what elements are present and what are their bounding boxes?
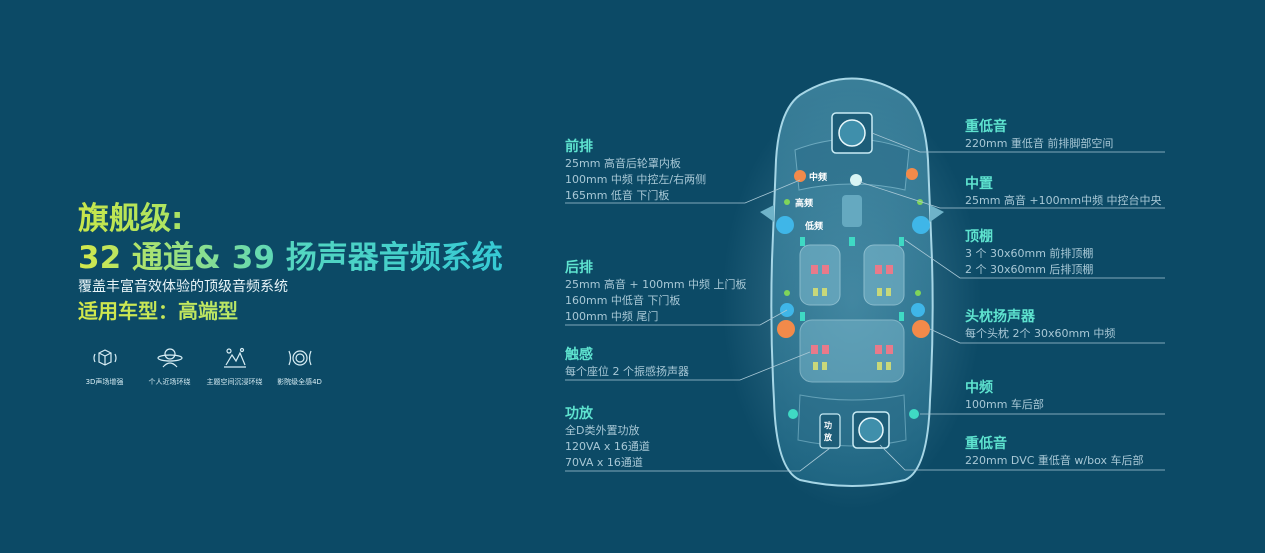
annotation-roof: 顶棚 3 个 30x60mm 前排顶棚 2 个 30x60mm 后排顶棚 bbox=[965, 228, 1093, 278]
annotation-front-row: 前排 25mm 高音后轮罩内板 100mm 中频 中控左/右两侧 165mm 低… bbox=[565, 138, 706, 204]
high-tag: 高频 bbox=[795, 197, 813, 209]
annotation-line: 25mm 高音后轮罩内板 bbox=[565, 157, 681, 170]
low-tag: 低频 bbox=[804, 220, 823, 232]
headline-title-1: 旗舰级: bbox=[78, 200, 548, 238]
annotation-center: 中置 25mm 高音 +100mm中频 中控台中央 bbox=[965, 175, 1162, 209]
front-subwoofer-icon bbox=[838, 119, 866, 147]
3d-cube-sound-icon bbox=[92, 349, 117, 366]
annotation-line: 120VA x 16通道 bbox=[565, 440, 650, 453]
rear-subwoofer-icon bbox=[858, 417, 884, 443]
feature-item: 主题空间沉浸环绕 bbox=[202, 345, 267, 387]
amp-tag-2: 放 bbox=[823, 432, 833, 442]
annotation-rear-row: 后排 25mm 高音 + 100mm 中频 上门板 160mm 中低音 下门板 … bbox=[565, 259, 747, 325]
annotation-title: 前排 bbox=[565, 139, 593, 155]
rear-left-tweeter bbox=[784, 290, 790, 296]
headline-title-2: 32 通道& 39 扬声器音频系统 bbox=[78, 238, 548, 278]
annotation-rear-subwoofer: 重低音 220mm DVC 重低音 w/box 车后部 bbox=[965, 435, 1143, 469]
feature-item: 个人近场环绕 bbox=[137, 345, 202, 387]
annotation-amplifier: 功放 全D类外置功放 120VA x 16通道 70VA x 16通道 bbox=[565, 405, 650, 471]
car-rear-window bbox=[797, 394, 907, 447]
feature-label: 3D声场增强 bbox=[85, 378, 124, 386]
annotation-line: 165mm 低音 下门板 bbox=[565, 189, 670, 202]
annotation-line: 每个座位 2 个振感扬声器 bbox=[565, 365, 689, 378]
front-right-woofer bbox=[912, 216, 930, 234]
annotation-line: 3 个 30x60mm 前排顶棚 bbox=[965, 247, 1094, 260]
tactile-transducers bbox=[813, 288, 891, 370]
annotation-line: 全D类外置功放 bbox=[565, 424, 640, 437]
annotation-title: 重低音 bbox=[965, 119, 1007, 135]
feature-item: 3D声场增强 bbox=[72, 345, 137, 387]
center-speaker bbox=[850, 174, 862, 186]
annotation-front-subwoofer: 重低音 220mm 重低音 前排脚部空间 bbox=[965, 118, 1113, 152]
rear-right-mid-speaker bbox=[911, 303, 925, 317]
leader-lines-left bbox=[565, 179, 831, 472]
annotation-title: 中置 bbox=[965, 176, 993, 192]
annotation-title: 中频 bbox=[965, 380, 993, 396]
annotation-title: 触感 bbox=[565, 347, 593, 363]
front-right-tweeter bbox=[917, 199, 923, 205]
front-left-seat bbox=[799, 244, 841, 306]
front-left-tweeter bbox=[784, 199, 790, 205]
leader-lines-right bbox=[859, 132, 1165, 471]
annotation-headrest: 头枕扬声器 每个头枕 2个 30x60mm 中频 bbox=[965, 308, 1115, 342]
rear-left-woofer bbox=[777, 320, 795, 338]
feature-item: 影院级全感4D bbox=[267, 345, 332, 387]
annotation-line: 2 个 30x60mm 后排顶棚 bbox=[965, 263, 1094, 276]
personal-headrest-icon bbox=[156, 348, 183, 368]
annotation-line: 100mm 车后部 bbox=[965, 398, 1044, 411]
annotation-title: 后排 bbox=[565, 260, 593, 276]
roof-speakers bbox=[800, 237, 904, 321]
annotation-line: 每个头枕 2个 30x60mm 中频 bbox=[965, 327, 1116, 340]
headline-block: 旗舰级: 32 通道& 39 扬声器音频系统 覆盖丰富音效体验的顶级音频系统 适… bbox=[78, 200, 548, 326]
annotation-title: 头枕扬声器 bbox=[965, 309, 1035, 325]
right-mirror bbox=[930, 205, 944, 222]
immersive-space-icon bbox=[223, 347, 246, 368]
feature-list: 3D声场增强 个人近场环绕 主题空间沉浸环绕 bbox=[72, 345, 332, 387]
feature-label: 影院级全感4D bbox=[277, 378, 322, 386]
annotation-line: 100mm 中频 尾门 bbox=[565, 310, 659, 323]
rear-right-woofer bbox=[912, 320, 930, 338]
headrest-speakers bbox=[811, 265, 893, 354]
feature-label: 个人近场环绕 bbox=[148, 378, 191, 386]
annotation-line: 25mm 高音 +100mm中频 中控台中央 bbox=[965, 194, 1162, 207]
annotation-tactile: 触感 每个座位 2 个振感扬声器 bbox=[565, 346, 689, 380]
annotation-line: 220mm DVC 重低音 w/box 车后部 bbox=[965, 454, 1144, 467]
left-mirror bbox=[760, 205, 774, 222]
front-left-woofer bbox=[776, 216, 794, 234]
applicable-model: 适用车型：高端型 bbox=[78, 296, 548, 326]
feature-label: 主题空间沉浸环绕 bbox=[206, 378, 263, 386]
annotation-title: 重低音 bbox=[965, 436, 1007, 452]
rear-left-midrange bbox=[788, 409, 798, 419]
headline-subtitle: 覆盖丰富音效体验的顶级音频系统 bbox=[78, 279, 288, 295]
vibration-4d-icon bbox=[287, 350, 312, 366]
annotation-line: 25mm 高音 + 100mm 中频 上门板 bbox=[565, 278, 747, 291]
annotation-midrange: 中频 100mm 车后部 bbox=[965, 379, 1044, 413]
annotation-title: 顶棚 bbox=[965, 229, 993, 245]
front-left-mid-speaker bbox=[794, 170, 806, 182]
amp-tag-1: 功 bbox=[824, 420, 832, 430]
amplifier-box bbox=[819, 413, 841, 449]
center-console bbox=[842, 195, 862, 227]
annotation-title: 功放 bbox=[565, 406, 593, 422]
annotation-line: 160mm 中低音 下门板 bbox=[565, 294, 681, 307]
rear-right-midrange bbox=[909, 409, 919, 419]
mid-tag: 中频 bbox=[809, 171, 827, 183]
annotation-line: 70VA x 16通道 bbox=[565, 456, 643, 469]
front-right-seat bbox=[863, 244, 905, 306]
front-right-mid-speaker bbox=[906, 168, 918, 180]
annotation-line: 100mm 中频 中控左/右两侧 bbox=[565, 173, 707, 186]
rear-right-tweeter bbox=[915, 290, 921, 296]
annotation-line: 220mm 重低音 前排脚部空间 bbox=[965, 137, 1114, 150]
